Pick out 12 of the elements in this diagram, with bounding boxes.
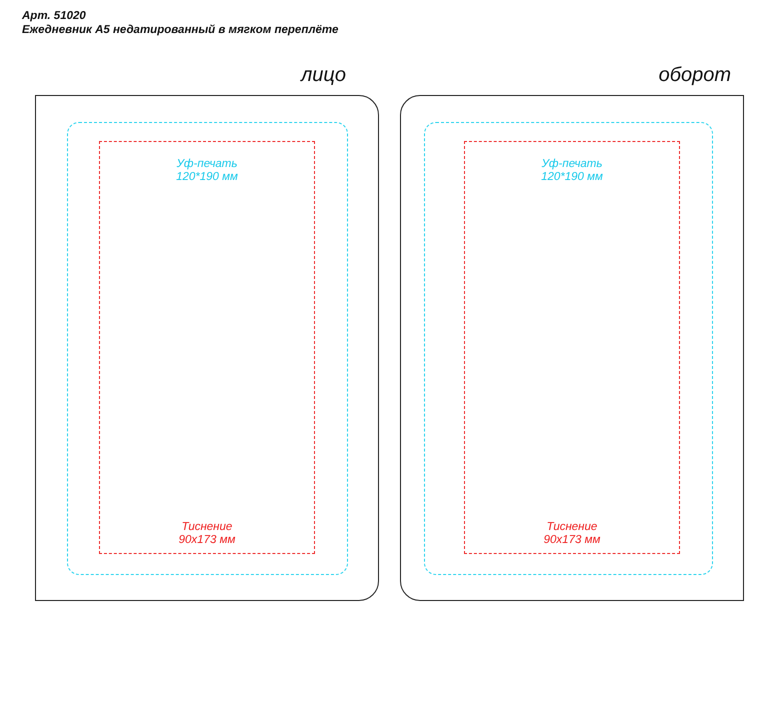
area-label: Тиснение 90x173 мм	[178, 521, 236, 547]
title-text: Ежедневник А5 недатированный в мягком переплёте	[22, 24, 338, 36]
embossing-area	[464, 141, 680, 554]
side-heading: лицо	[301, 64, 346, 87]
title-text: Арт. 51020	[22, 10, 86, 22]
embossing-area	[99, 141, 315, 554]
uv-print-label: Уф-печать 120*190 мм	[540, 158, 604, 184]
uv-print-area	[67, 122, 348, 575]
uv-print-area	[424, 122, 713, 575]
side-heading: оборот	[658, 64, 731, 87]
area-label: Тиснение 90x173 мм	[542, 521, 602, 547]
uv-print-label: Уф-печать 120*190 мм	[175, 158, 239, 184]
